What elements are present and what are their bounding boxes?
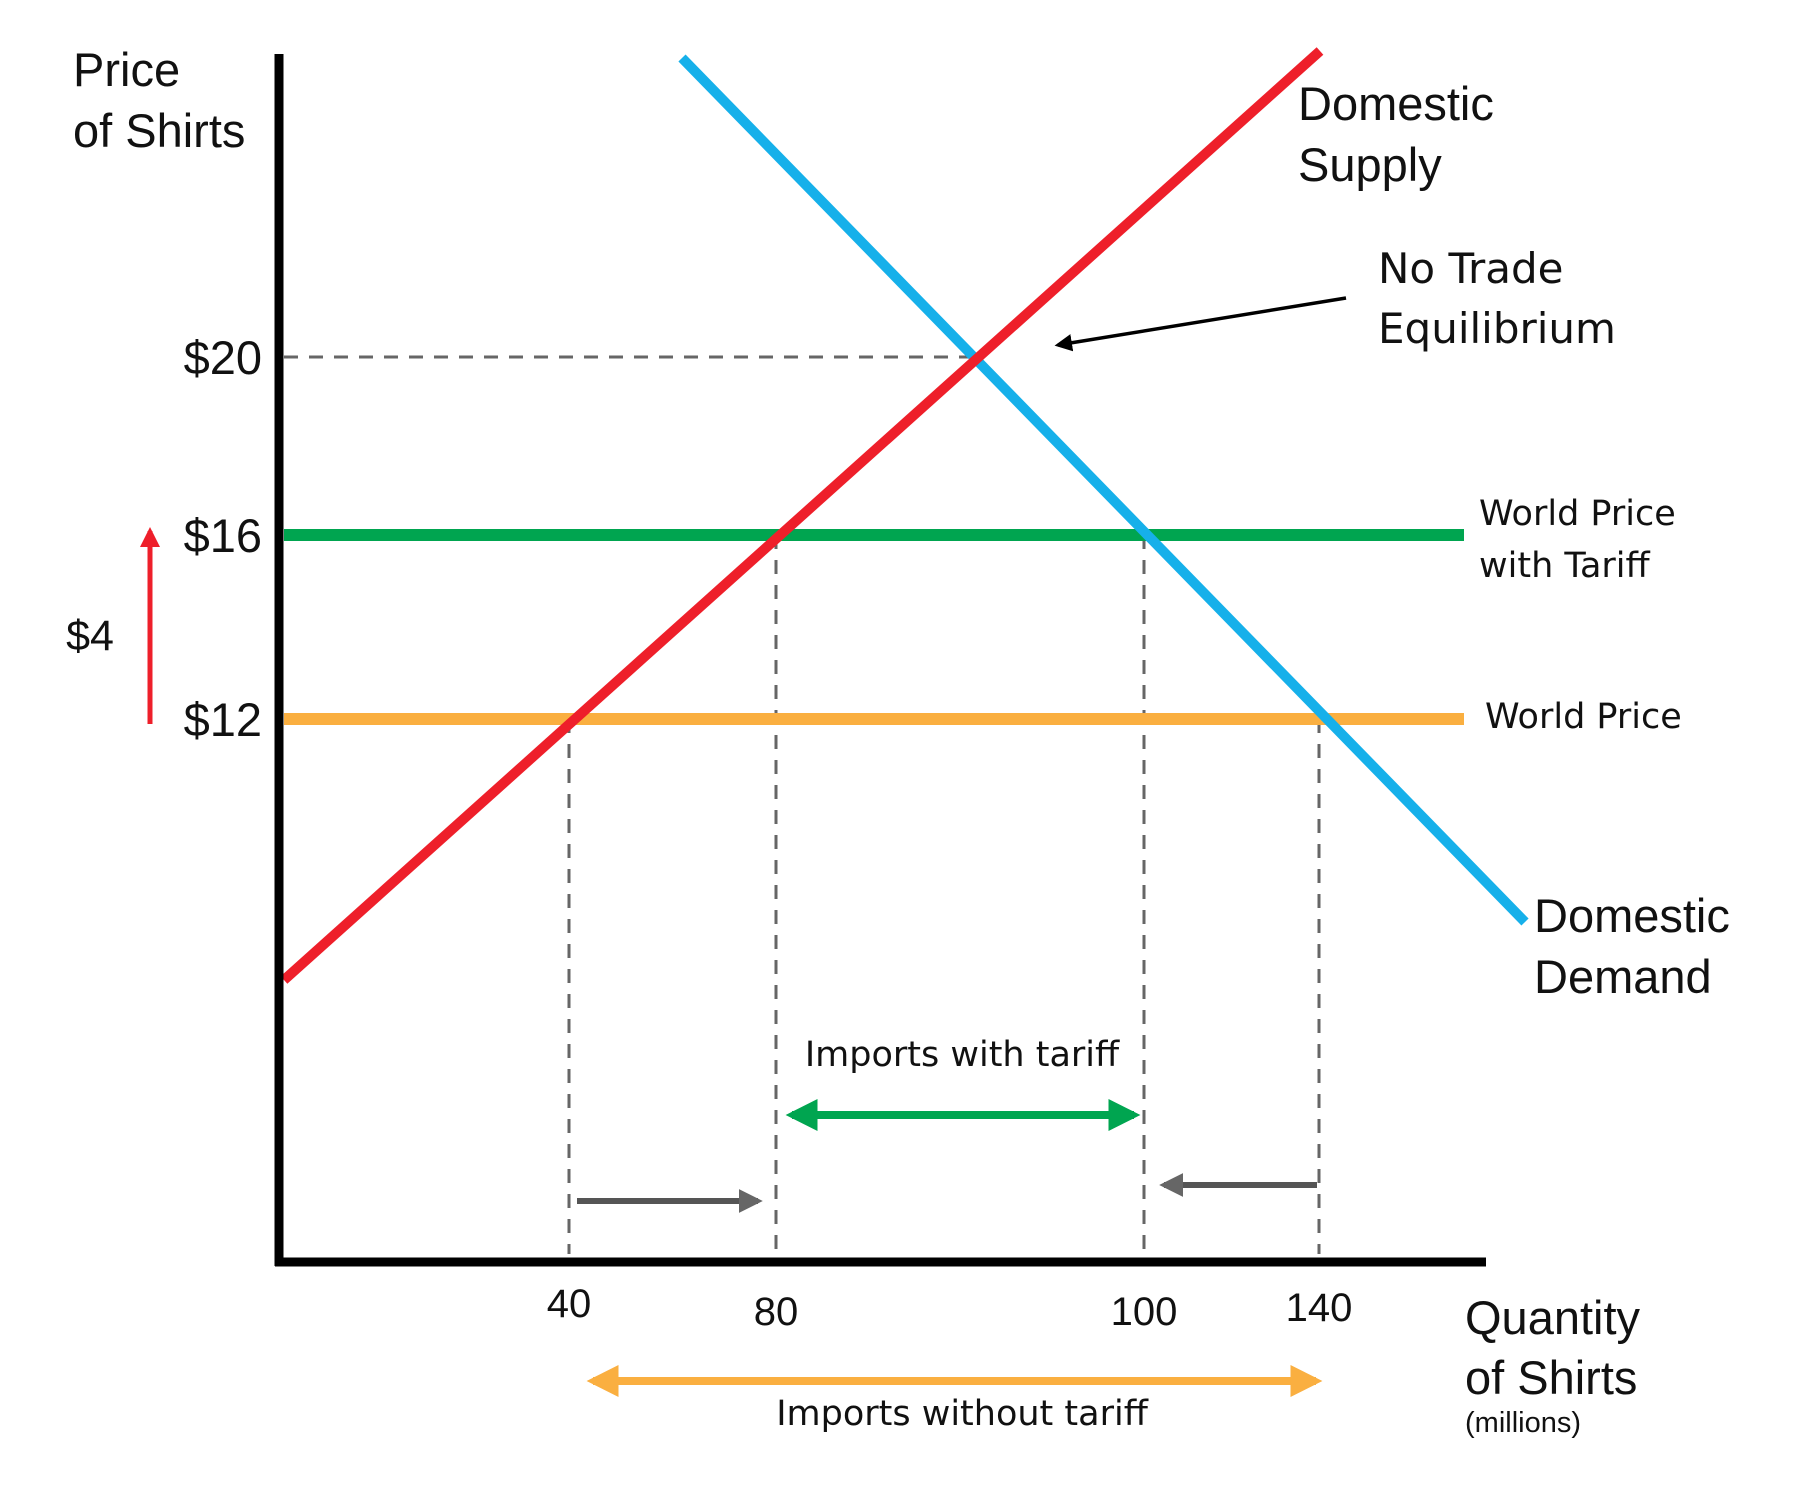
y-axis-title-line-1: Price — [73, 43, 180, 96]
x-axis-title-line-1: Quantity — [1465, 1291, 1641, 1344]
x-axis-unit: (millions) — [1465, 1407, 1581, 1439]
x-tick-label-100: 100 — [1111, 1290, 1178, 1334]
y-tick-label-16: $16 — [184, 509, 262, 562]
equilibrium-pointer-arrow — [1054, 296, 1347, 352]
x-tick-label-80: 80 — [754, 1290, 799, 1334]
world-price-with-tariff-label-line-1: World Price — [1479, 494, 1676, 534]
domestic-supply-label-line-1: Domestic — [1298, 77, 1494, 130]
x-tick-label-140: 140 — [1286, 1286, 1353, 1330]
domestic-demand-line — [678, 54, 1529, 926]
world-price-with-tariff-label: World Price with Tariff — [1479, 494, 1687, 586]
domestic-demand-label-line-2: Demand — [1534, 950, 1712, 1003]
y-tick-label-12: $12 — [184, 693, 262, 746]
no-trade-equilibrium-label-line-1: No Trade — [1378, 244, 1563, 293]
no-trade-equilibrium-label-line-2: Equilibrium — [1378, 304, 1616, 353]
tariff-amount-label: $4 — [66, 612, 114, 660]
domestic-supply-label: Domestic Supply — [1298, 77, 1507, 191]
world-price-label: World Price — [1485, 697, 1682, 737]
x-axis-title: Quantity of Shirts — [1465, 1291, 1653, 1404]
x-tick-label-40: 40 — [547, 1282, 592, 1326]
y-tick-label-20: $20 — [184, 331, 262, 384]
guide-lines — [284, 355, 1321, 1254]
world-price-with-tariff-label-line-2: with Tariff — [1479, 546, 1651, 586]
domestic-demand-label: Domestic Demand — [1534, 889, 1743, 1003]
no-trade-equilibrium-label: No Trade Equilibrium — [1378, 244, 1616, 353]
domestic-supply-label-line-2: Supply — [1298, 138, 1442, 191]
domestic-supply-line — [280, 47, 1324, 984]
x-axis-title-line-2: of Shirts — [1465, 1351, 1637, 1404]
y-axis-title-line-2: of Shirts — [73, 104, 245, 157]
imports-with-tariff-label: Imports with tariff — [805, 1035, 1120, 1075]
y-axis-title: Price of Shirts — [73, 43, 245, 157]
domestic-demand-label-line-1: Domestic — [1534, 889, 1730, 942]
world-price-label-line-1: World Price — [1485, 697, 1682, 737]
imports-without-tariff-label: Imports without tariff — [776, 1394, 1149, 1434]
